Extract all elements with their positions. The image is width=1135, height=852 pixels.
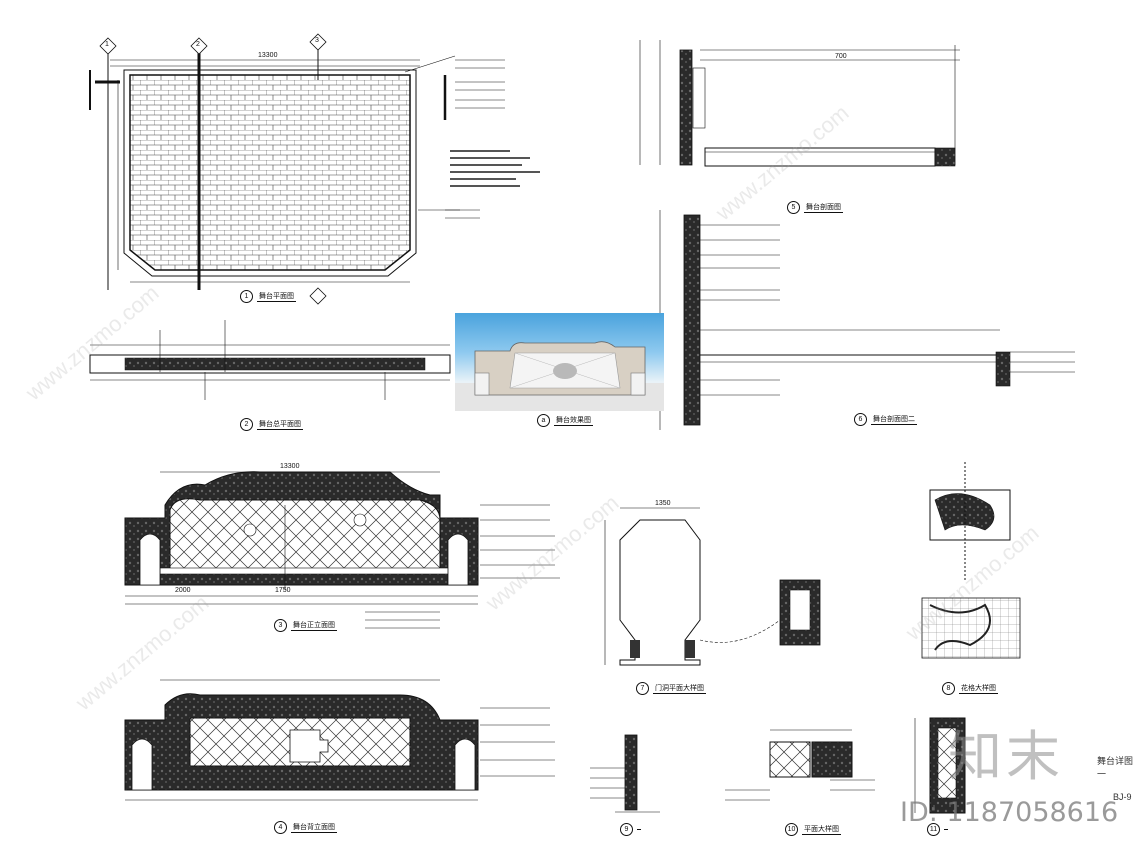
caption-title: 舞台效果图 xyxy=(554,417,593,426)
caption-view-9: 9 xyxy=(620,823,641,836)
caption-number: 1 xyxy=(240,290,253,303)
drawing-code: BJ-9 xyxy=(1113,792,1132,802)
caption-number: 6 xyxy=(854,413,867,426)
stage-3d-render xyxy=(455,313,664,411)
caption-number: 11 xyxy=(927,823,940,836)
caption-view-11: 11 xyxy=(927,823,948,836)
caption-view-3: 3 舞台正立面图 xyxy=(274,619,337,632)
caption-number: 4 xyxy=(274,821,287,834)
caption-view-2: 2 舞台总平面图 xyxy=(240,418,303,431)
caption-title xyxy=(637,829,641,830)
caption-number: a xyxy=(537,414,550,427)
caption-title: 门洞平面大样图 xyxy=(653,685,706,694)
caption-title: 花格大样图 xyxy=(959,685,998,694)
caption-view-a: a 舞台效果图 xyxy=(537,414,593,427)
site-plan-view xyxy=(89,320,451,400)
caption-number: 7 xyxy=(636,682,649,695)
axis-marker-c: 3 xyxy=(315,37,319,44)
caption-view-1: 1 舞台平面图 xyxy=(240,290,296,303)
dim-section-span: 700 xyxy=(835,53,847,60)
caption-view-6: 6 舞台剖面图二 xyxy=(854,413,917,426)
section-view-6 xyxy=(659,210,1075,430)
dim-door-width: 1350 xyxy=(655,500,671,507)
caption-number: 9 xyxy=(620,823,633,836)
dim-front-mid: 1750 xyxy=(275,587,291,594)
caption-number: 10 xyxy=(785,823,798,836)
front-elevation-view xyxy=(124,471,560,629)
caption-number: 5 xyxy=(787,201,800,214)
door-plan-view xyxy=(604,507,821,666)
detail-view-10 xyxy=(725,729,875,801)
caption-title: 舞台剖面图 xyxy=(804,204,843,213)
brand-logo-watermark: 知末 xyxy=(948,725,1064,788)
sheet-title: 舞台详图一 xyxy=(1097,756,1134,779)
detail-view-11 xyxy=(914,717,966,814)
caption-title: 舞台剖面图二 xyxy=(871,416,917,425)
axis-markers xyxy=(99,33,327,305)
caption-view-10: 10 平面大样图 xyxy=(785,823,841,836)
axis-marker-b: 2 xyxy=(196,41,200,48)
detail-view-9 xyxy=(590,734,660,813)
caption-view-4: 4 舞台背立面图 xyxy=(274,821,337,834)
caption-title xyxy=(944,829,948,830)
dim-plan-total: 13300 xyxy=(258,52,278,59)
dim-elev-total: 13300 xyxy=(280,463,300,470)
ornament-detail-view xyxy=(921,462,1021,659)
caption-view-7: 7 门洞平面大样图 xyxy=(636,682,706,695)
back-elevation-view xyxy=(124,679,555,801)
caption-number: 3 xyxy=(274,619,287,632)
caption-title: 舞台总平面图 xyxy=(257,421,303,430)
dim-front-side: 2000 xyxy=(175,587,191,594)
section-view-5 xyxy=(639,40,960,167)
caption-view-5: 5 舞台剖面图 xyxy=(787,201,843,214)
caption-number: 8 xyxy=(942,682,955,695)
stage-render-graphic xyxy=(455,341,664,411)
caption-view-8: 8 花格大样图 xyxy=(942,682,998,695)
caption-title: 舞台平面图 xyxy=(257,293,296,302)
caption-title: 平面大样图 xyxy=(802,826,841,835)
plan-view xyxy=(89,48,540,290)
brand-id-watermark: ID: 1187058616 xyxy=(900,797,1119,828)
caption-title: 舞台正立面图 xyxy=(291,622,337,631)
caption-number: 2 xyxy=(240,418,253,431)
caption-title: 舞台背立面图 xyxy=(291,824,337,833)
axis-marker-a: 1 xyxy=(105,41,109,48)
